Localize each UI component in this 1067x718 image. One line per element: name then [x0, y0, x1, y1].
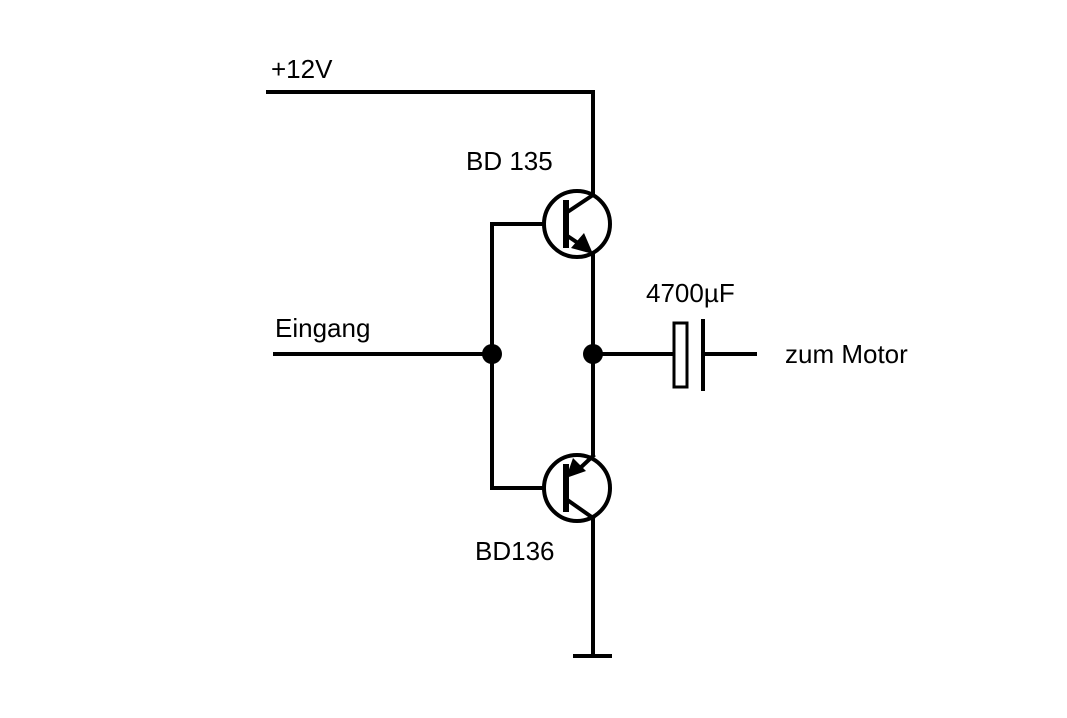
npn-transistor-symbol	[542, 189, 612, 259]
output-label: zum Motor	[785, 339, 908, 369]
input-label: Eingang	[275, 313, 370, 343]
capacitor-symbol	[672, 319, 705, 391]
bottom-transistor-label: BD136	[475, 536, 555, 566]
pnp-transistor-symbol	[542, 453, 612, 523]
supply-label: +12V	[271, 54, 333, 84]
emitter-arrow-icon	[566, 458, 586, 478]
top-transistor-label: BD 135	[466, 146, 553, 176]
junction-dot	[482, 344, 502, 364]
emitter-arrow-icon	[571, 233, 593, 254]
capacitor-label: 4700µF	[646, 278, 735, 308]
